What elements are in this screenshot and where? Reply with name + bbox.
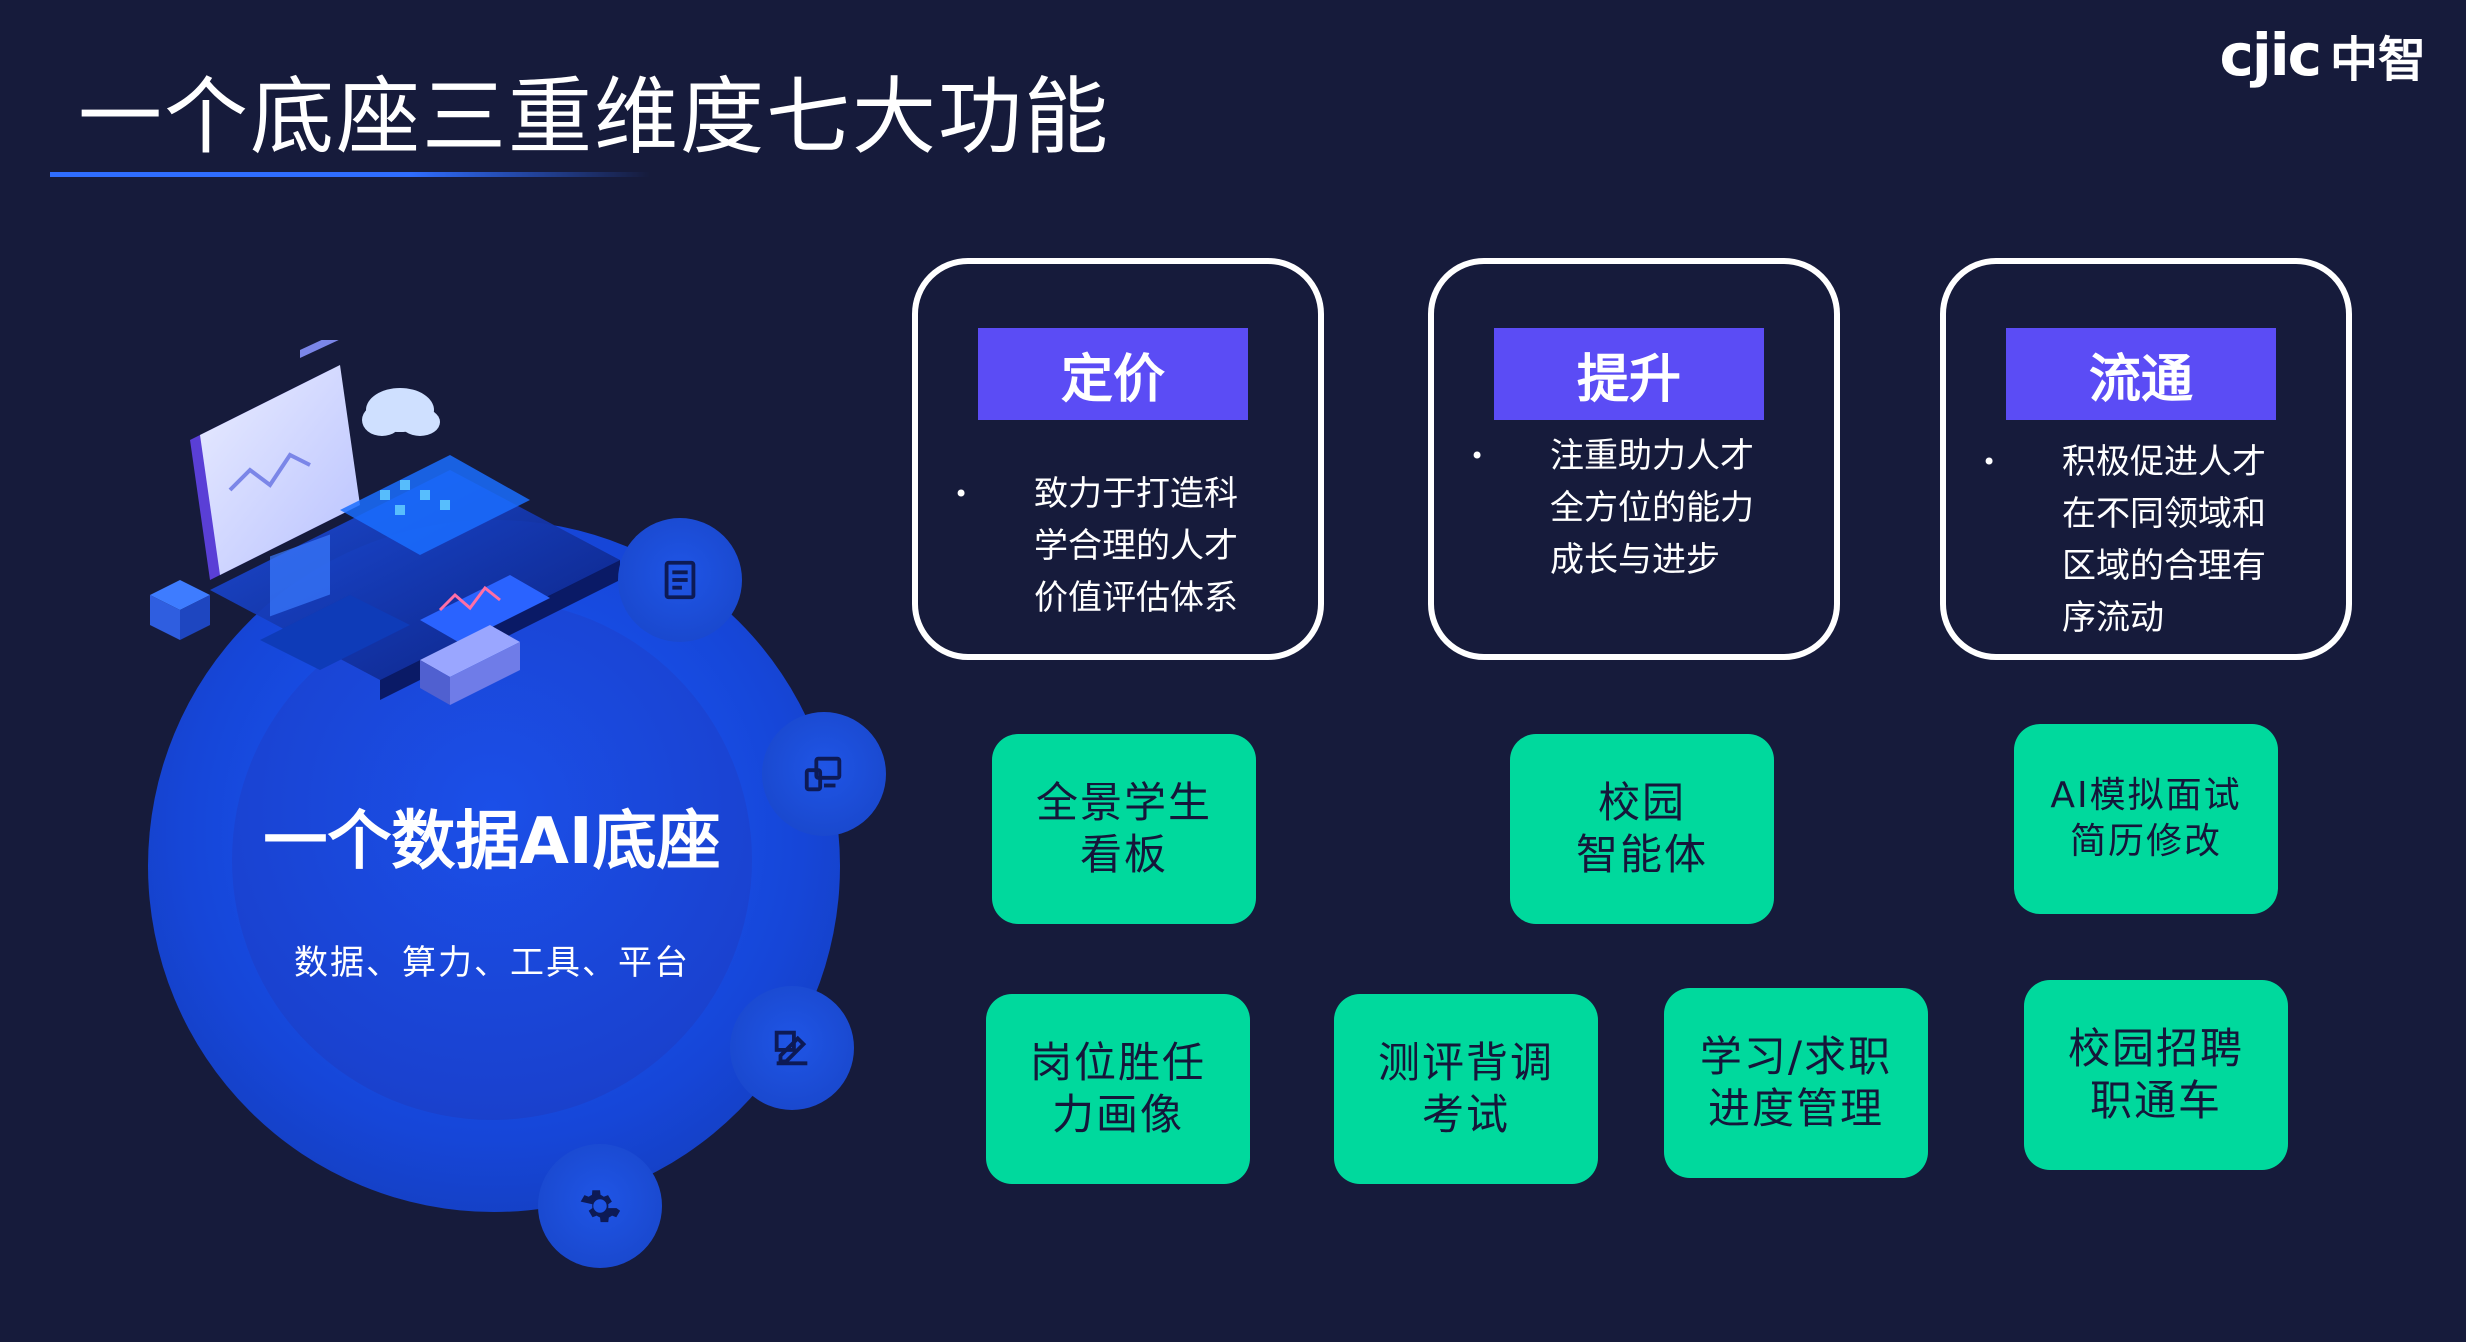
- dimension-card-circulation: 流通 • 积极促进人才 在不同领域和 区域的合理有 序流动: [1940, 258, 2352, 660]
- bullet-marker: •: [1982, 448, 1997, 476]
- base-inner-circle: [232, 600, 752, 1120]
- dimension-card-pricing: 定价 • 致力于打造科 学合理的人才 价值评估体系: [912, 258, 1324, 660]
- dimension-card-improve: 提升 • 注重助力人才 全方位的能力 成长与进步: [1428, 258, 1840, 660]
- description-line: 致力于打造科: [1034, 474, 1238, 514]
- dimension-description: • 致力于打造科 学合理的人才 价值评估体系: [954, 468, 1294, 624]
- tile-line: 简历修改: [2069, 821, 2222, 862]
- tile-line: 进度管理: [1707, 1084, 1884, 1133]
- description-line: 在不同领域和: [2062, 494, 2266, 534]
- description-line: 学合理的人才: [1034, 526, 1238, 566]
- data-platform-illustration: [150, 340, 620, 705]
- description-line: 成长与进步: [1550, 540, 1720, 580]
- tile-line: 考试: [1421, 1090, 1510, 1139]
- tile-line: 学习/求职: [1699, 1032, 1893, 1081]
- tile-line: 全景学生: [1035, 778, 1212, 827]
- function-tile: 校园 智能体: [1510, 734, 1774, 924]
- gear-icon: [580, 1190, 621, 1223]
- function-tile: 学习/求职 进度管理: [1664, 988, 1928, 1178]
- base-title: 一个数据AI底座: [263, 805, 721, 879]
- description-line: 注重助力人才: [1550, 436, 1754, 476]
- function-tile: 校园招聘 职通车: [2024, 980, 2288, 1170]
- bullet-marker: •: [1470, 442, 1485, 470]
- dimension-tag: 流通: [2006, 328, 2276, 420]
- tile-line: 职通车: [2089, 1076, 2222, 1125]
- description-line: 序流动: [2062, 598, 2164, 638]
- title-underline: [50, 172, 650, 177]
- tile-line: 测评背调: [1377, 1038, 1554, 1087]
- description-line: 区域的合理有: [2062, 546, 2266, 586]
- cloud-icon: [362, 388, 440, 436]
- brand-logo: cjic 中智: [2219, 20, 2426, 90]
- devices-icon: [804, 756, 842, 792]
- dimension-description: • 注重助力人才 全方位的能力 成长与进步: [1470, 430, 1810, 586]
- tile-line: 力画像: [1051, 1090, 1184, 1139]
- orbit-edit: [730, 986, 854, 1110]
- dimension-description: • 积极促进人才 在不同领域和 区域的合理有 序流动: [1982, 436, 2322, 644]
- edit-icon: [774, 1030, 808, 1066]
- tile-line: 岗位胜任: [1029, 1038, 1206, 1087]
- description-line: 全方位的能力: [1550, 488, 1754, 528]
- orbit-document: [618, 518, 742, 642]
- function-tile: 全景学生 看板: [992, 734, 1256, 924]
- tile-line: 智能体: [1575, 830, 1708, 879]
- logo-text: 中智: [2329, 32, 2426, 88]
- document-icon: [664, 560, 696, 600]
- logo-mark: cjic: [2219, 21, 2322, 89]
- function-tile: AI模拟面试 简历修改: [2014, 724, 2278, 914]
- orbit-devices: [762, 712, 886, 836]
- tile-line: 看板: [1079, 830, 1168, 879]
- description-line: 价值评估体系: [1034, 578, 1238, 618]
- orbit-gear: [538, 1144, 662, 1268]
- dimension-tag: 提升: [1494, 328, 1764, 420]
- page-title: 一个底座三重维度七大功能: [78, 68, 1111, 166]
- tile-line: 校园: [1597, 778, 1686, 827]
- bullet-marker: •: [954, 480, 969, 508]
- tile-line: 校园招聘: [2067, 1024, 2244, 1073]
- base-subtitle: 数据、算力、工具、平台: [294, 943, 690, 983]
- tile-line: AI模拟面试: [2050, 775, 2242, 816]
- function-tile: 岗位胜任 力画像: [986, 994, 1250, 1184]
- description-line: 积极促进人才: [2062, 442, 2266, 482]
- function-tile: 测评背调 考试: [1334, 994, 1598, 1184]
- dimension-tag: 定价: [978, 328, 1248, 420]
